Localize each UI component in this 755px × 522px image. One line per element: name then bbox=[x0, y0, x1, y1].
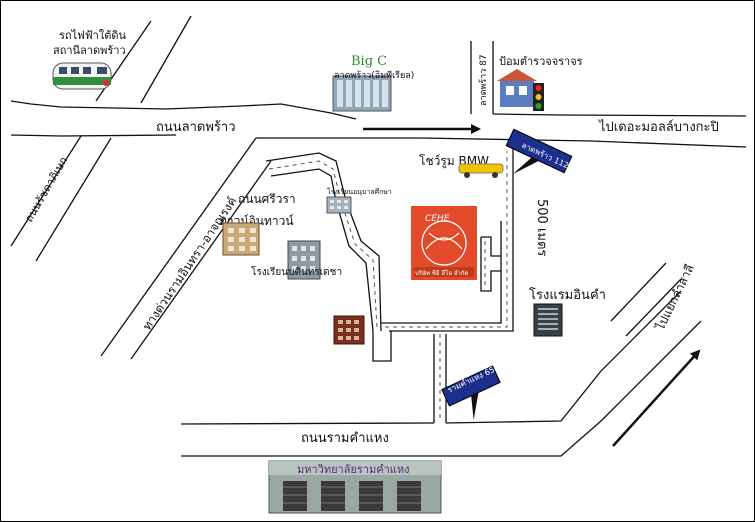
brick-building-icon bbox=[333, 315, 365, 345]
road-ram-top-right bbox=[445, 290, 682, 424]
label-police: ป้อมตำรวจจราจร bbox=[499, 55, 583, 68]
road-ram-top bbox=[180, 422, 435, 425]
university-building-icon bbox=[268, 460, 442, 514]
taxi-icon bbox=[458, 163, 504, 178]
signpost-icon-65 bbox=[441, 365, 501, 421]
label-university: มหาวิทยาลัยรามคำแหง bbox=[297, 463, 410, 476]
hotel-building-icon bbox=[533, 303, 563, 337]
road-ladprao-top-right bbox=[492, 113, 747, 117]
school-building-icon bbox=[326, 196, 352, 214]
road-inner-hook2 bbox=[480, 237, 501, 292]
logo-text: CEHE bbox=[425, 214, 450, 224]
label-road-ladprao: ถนนลาดพร้าว bbox=[156, 120, 236, 135]
label-school: โรงเรียนบดินทรเดชา bbox=[251, 265, 342, 278]
signpost-icon bbox=[505, 128, 573, 175]
label-bigc: Big C bbox=[351, 54, 387, 69]
label-road-sriwara: ถนนศรีวรา bbox=[238, 192, 296, 206]
label-to-lamsali: ไปแยกลำสาลี bbox=[653, 262, 697, 333]
label-mrt-1: รถไฟฟ้าใต้ดิน bbox=[59, 29, 127, 42]
police-booth-icon bbox=[497, 69, 537, 107]
road-lamsali-a bbox=[610, 262, 667, 322]
label-road-ratchada: ถนนรัชดาภิเษก bbox=[22, 154, 70, 224]
office-building-icon bbox=[222, 222, 260, 256]
road-stub bbox=[372, 331, 392, 362]
road-ram-bottom bbox=[181, 320, 702, 457]
label-school2: โรงเรียนอนุบาลศึกษา bbox=[327, 187, 392, 196]
label-road-ramkhamhaeng: ถนนรามคำแหง bbox=[301, 431, 389, 446]
label-bigc-sub: ลาดพร้าว(อิมพีเรียล) bbox=[334, 70, 414, 81]
road-lamsali-b bbox=[625, 278, 682, 337]
road-ladprao-bottom bbox=[10, 134, 177, 137]
label-500m: 500 เมตร bbox=[534, 199, 549, 256]
road-sriwara-top bbox=[265, 152, 382, 332]
train-icon bbox=[52, 62, 112, 90]
road-ratchada-b bbox=[140, 15, 192, 104]
road-express-a bbox=[100, 137, 257, 357]
road-express-b bbox=[130, 160, 272, 360]
road-ladprao-bottom-right bbox=[256, 137, 747, 148]
road-inner-hook bbox=[481, 236, 501, 257]
label-to-bangkapi: ไปเดอะมอลล์บางกะปิ bbox=[598, 119, 719, 135]
road-ladprao-top bbox=[10, 100, 357, 120]
logo-caption: บริษัท ซีอี ฮีโอ จำกัด bbox=[415, 269, 468, 277]
road-inner-h bbox=[381, 221, 502, 324]
arrow-to-lamsali bbox=[612, 349, 701, 447]
road-inner-h2 bbox=[389, 146, 514, 332]
label-mrt-2: สถานีลาดพร้าว bbox=[53, 44, 126, 57]
bodin-building-icon bbox=[287, 240, 321, 280]
road-ratchada-d bbox=[35, 137, 112, 262]
bigc-building-icon bbox=[332, 75, 392, 112]
label-hotel: โรงแรมอินคำ bbox=[529, 287, 606, 303]
traffic-light-icon bbox=[533, 83, 544, 111]
road-ratchada-c bbox=[10, 135, 82, 247]
company-logo-icon bbox=[411, 206, 477, 280]
label-soi87: ลาดพร้าว 87 bbox=[478, 54, 489, 106]
